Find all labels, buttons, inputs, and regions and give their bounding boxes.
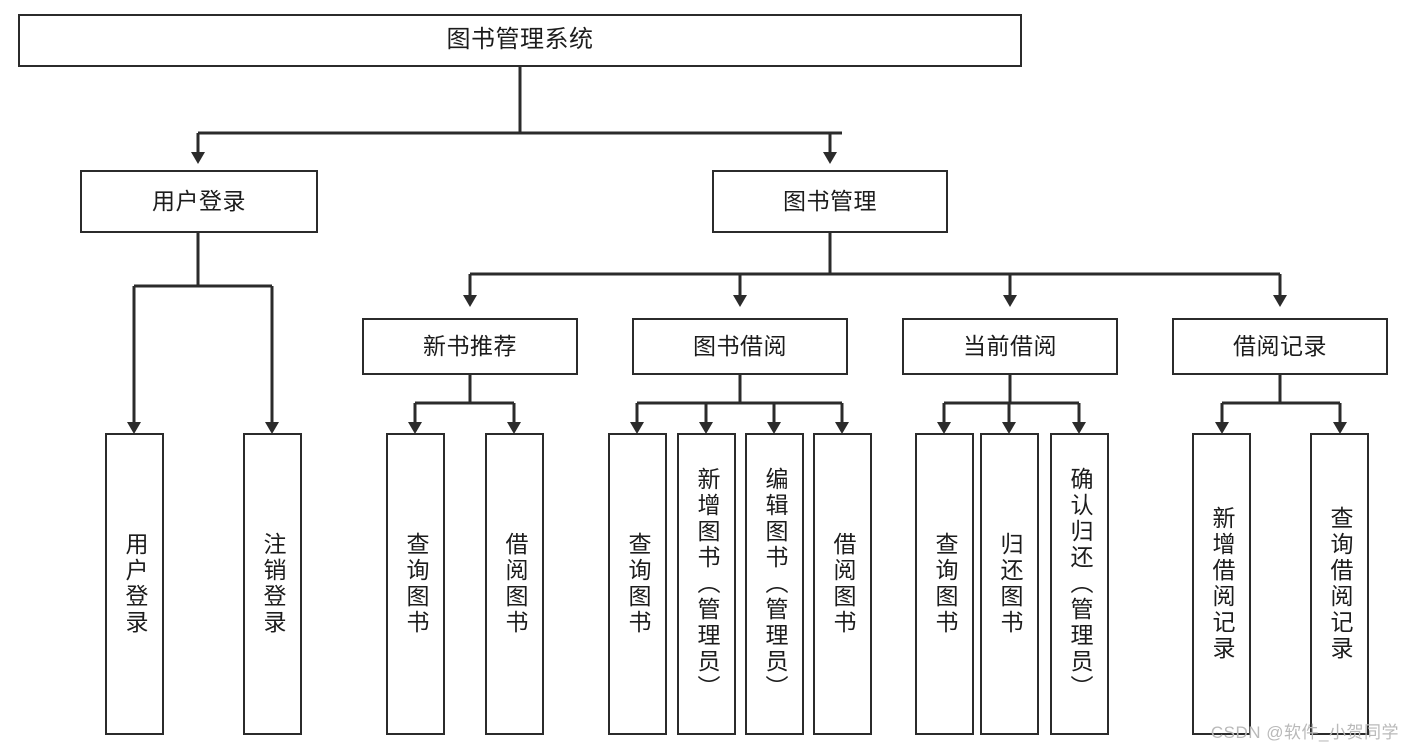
leaf-query-book-2[interactable]: 查询图书 — [608, 433, 667, 735]
leaf-edit-book-label: 编辑图书（管理员） — [762, 467, 788, 701]
node-root-label: 图书管理系统 — [446, 26, 594, 54]
node-book-management[interactable]: 图书管理 — [712, 170, 948, 233]
node-current-borrow-label: 当前借阅 — [963, 332, 1057, 359]
leaf-user-login-label: 用户登录 — [122, 532, 148, 636]
leaf-query-book-1-label: 查询图书 — [403, 532, 429, 636]
leaf-logout-label: 注销登录 — [260, 532, 286, 636]
leaf-query-book-3[interactable]: 查询图书 — [915, 433, 974, 735]
leaf-return-book[interactable]: 归还图书 — [980, 433, 1039, 735]
node-user-login[interactable]: 用户登录 — [80, 170, 318, 233]
node-borrow-record-label: 借阅记录 — [1233, 332, 1327, 359]
node-new-book-recommend[interactable]: 新书推荐 — [362, 318, 578, 375]
leaf-add-book-label: 新增图书（管理员） — [694, 467, 720, 701]
node-book-management-label: 图书管理 — [783, 187, 877, 214]
node-root[interactable]: 图书管理系统 — [18, 14, 1022, 67]
node-current-borrow[interactable]: 当前借阅 — [902, 318, 1118, 375]
leaf-borrow-book-1[interactable]: 借阅图书 — [485, 433, 544, 735]
leaf-query-record[interactable]: 查询借阅记录 — [1310, 433, 1369, 735]
node-book-borrow-label: 图书借阅 — [693, 332, 787, 359]
node-borrow-record[interactable]: 借阅记录 — [1172, 318, 1388, 375]
leaf-query-record-label: 查询借阅记录 — [1327, 506, 1353, 662]
leaf-user-login[interactable]: 用户登录 — [105, 433, 164, 735]
leaf-confirm-return-label: 确认归还（管理员） — [1067, 467, 1093, 701]
leaf-query-book-1[interactable]: 查询图书 — [386, 433, 445, 735]
node-new-book-recommend-label: 新书推荐 — [423, 332, 517, 359]
leaf-query-book-2-label: 查询图书 — [625, 532, 651, 636]
leaf-borrow-book-2[interactable]: 借阅图书 — [813, 433, 872, 735]
leaf-query-book-3-label: 查询图书 — [932, 532, 958, 636]
leaf-return-book-label: 归还图书 — [997, 532, 1023, 636]
leaf-edit-book[interactable]: 编辑图书（管理员） — [745, 433, 804, 735]
leaf-borrow-book-2-label: 借阅图书 — [830, 532, 856, 636]
leaf-confirm-return[interactable]: 确认归还（管理员） — [1050, 433, 1109, 735]
leaf-add-record-label: 新增借阅记录 — [1209, 506, 1235, 662]
node-book-borrow[interactable]: 图书借阅 — [632, 318, 848, 375]
leaf-add-book[interactable]: 新增图书（管理员） — [677, 433, 736, 735]
node-user-login-label: 用户登录 — [152, 187, 246, 214]
leaf-add-record[interactable]: 新增借阅记录 — [1192, 433, 1251, 735]
leaf-logout[interactable]: 注销登录 — [243, 433, 302, 735]
leaf-borrow-book-1-label: 借阅图书 — [502, 532, 528, 636]
